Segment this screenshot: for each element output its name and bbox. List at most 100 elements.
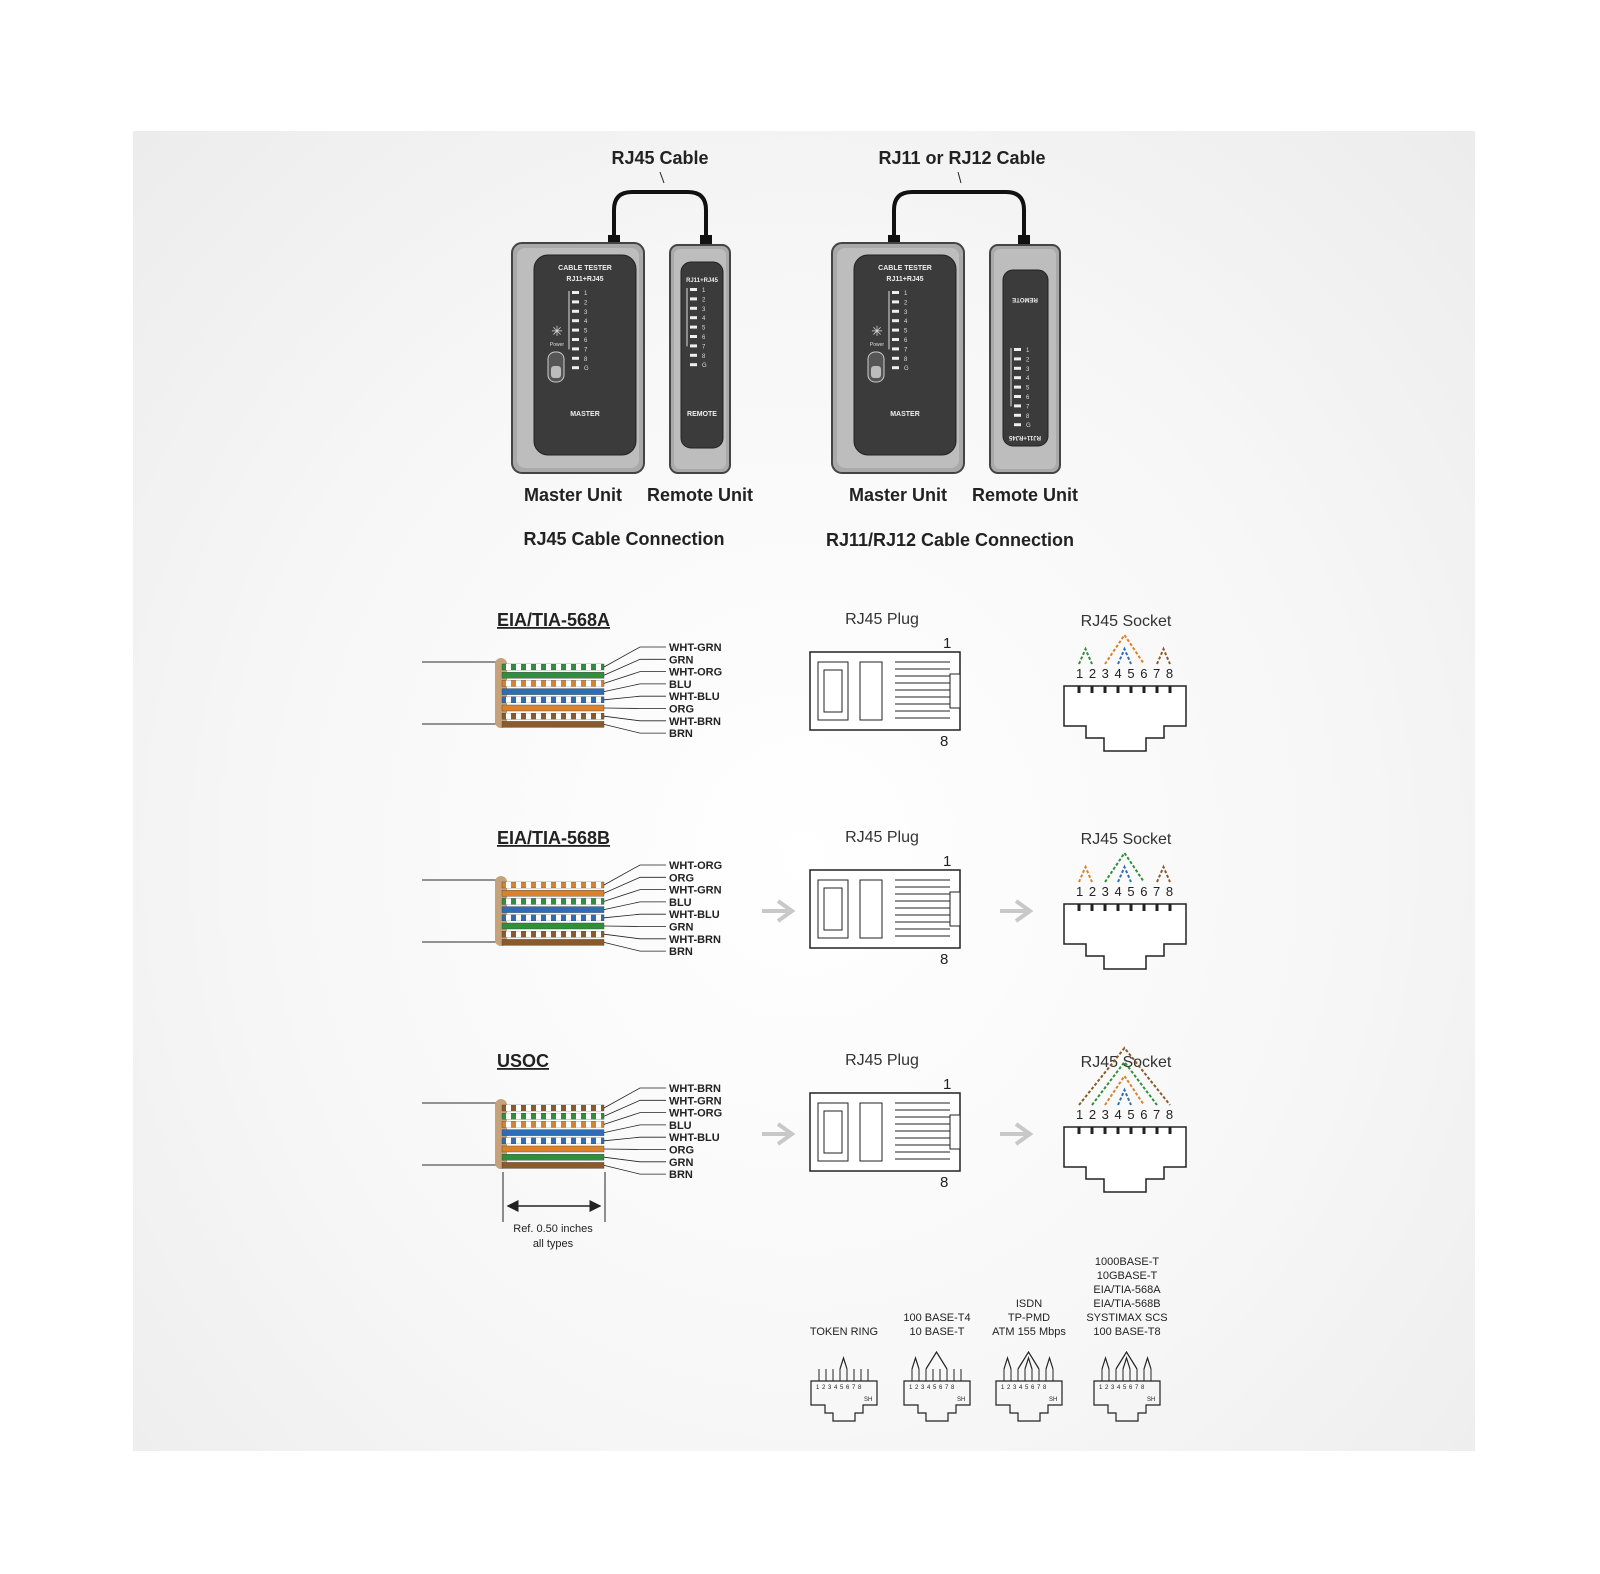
power-label: Power [550, 342, 565, 348]
master-label: MASTER [570, 411, 600, 418]
diagram-panel [133, 131, 1475, 1451]
led-label: G [1026, 423, 1031, 429]
pair-wire [1078, 646, 1093, 665]
standard-row: EIA/TIA-568BWHT-ORGORGWHT-GRNBLUWHT-BLUG… [422, 828, 1187, 970]
power-led-icon: ✳ [551, 323, 563, 339]
remote-unit-label: Remote Unit [647, 485, 753, 505]
wire-label: BRN [669, 946, 693, 958]
wire [501, 704, 605, 712]
reference-note-line-2: all types [533, 1238, 574, 1250]
leader-line [603, 1148, 666, 1150]
remote-label-inverted: REMOTE [1012, 296, 1038, 302]
wire-label: WHT-BRN [669, 1083, 721, 1095]
rj45-cable [612, 190, 708, 243]
led-label: 6 [904, 338, 908, 344]
jack-pair-wire [1045, 1356, 1054, 1370]
standard-title: USOC [497, 1051, 549, 1071]
plug-pin-last: 8 [940, 951, 948, 968]
led-indicator [690, 288, 697, 291]
led-label: 6 [584, 338, 588, 344]
led-label: 5 [1026, 386, 1030, 392]
master-unit-label: Master Unit [849, 485, 947, 505]
led-indicator [892, 356, 899, 360]
jack-type-label: 10GBASE-T [1097, 1270, 1158, 1282]
led-indicator [892, 300, 899, 304]
led-label: 1 [584, 291, 588, 297]
master-unit-label: Master Unit [524, 485, 622, 505]
jack-type-label: ISDN [1016, 1298, 1042, 1310]
jack-shield-label: SH [864, 1397, 872, 1403]
wire [501, 1162, 605, 1169]
jack-pair-wire [925, 1350, 948, 1370]
rj11-cable-label: RJ11 or RJ12 Cable [878, 148, 1045, 168]
led-label: 2 [1026, 357, 1030, 363]
plug-label: RJ45 Plug [845, 829, 919, 846]
master-label: MASTER [890, 411, 920, 418]
led-label: 2 [904, 300, 908, 306]
led-indicator [1014, 357, 1021, 361]
leader-line [603, 658, 666, 676]
leader-line [603, 1087, 666, 1109]
plug-pin-last: 8 [940, 1174, 948, 1191]
jack-outline [810, 1380, 878, 1422]
leader-line [603, 695, 666, 701]
led-indicator [892, 347, 899, 351]
socket-pin-numbers: 1 2 3 4 5 6 7 8 [1076, 666, 1174, 681]
flow-arrow-icon [762, 899, 796, 923]
jack-outline [903, 1380, 971, 1422]
jack-pin-numbers: 1 2 3 4 5 6 7 8 [816, 1385, 862, 1391]
leader-line [603, 889, 666, 902]
tester-subtitle: RJ11+RJ45 [886, 276, 923, 283]
jack-type-label: EIA/TIA-568B [1093, 1298, 1160, 1310]
led-indicator [892, 319, 899, 323]
rj45-socket [1063, 685, 1187, 752]
wire-label: ORG [669, 872, 694, 884]
reference-note-line-1: Ref. 0.50 inches [513, 1223, 593, 1235]
flow-arrow-icon [762, 1122, 796, 1146]
led-label: 3 [702, 307, 706, 313]
rj45-plug [809, 869, 961, 949]
jack-type-label: EIA/TIA-568A [1093, 1284, 1161, 1296]
plug-pin-first: 1 [943, 635, 951, 652]
led-label: 6 [702, 335, 706, 341]
wire-label: WHT-BRN [669, 716, 721, 728]
leader-line [603, 901, 666, 910]
wiring-standards: EIA/TIA-568AWHT-GRNGRNWHT-ORGBLUWHT-BLUO… [422, 610, 1187, 1193]
leader-line [603, 724, 666, 734]
led-indicator [892, 309, 899, 313]
wire-label: BLU [669, 679, 692, 691]
wire-label: WHT-ORG [669, 1108, 722, 1120]
plug-pin-first: 1 [943, 853, 951, 870]
jack-pair-wire [839, 1356, 848, 1370]
socket-pin-numbers: 1 2 3 4 5 6 7 8 [1076, 884, 1174, 899]
power-led-icon: ✳ [871, 323, 883, 339]
pair-wire [1078, 1046, 1171, 1106]
led-indicator [572, 328, 579, 332]
led-indicator [690, 325, 697, 329]
led-indicator [1014, 404, 1021, 408]
led-label: 7 [584, 347, 588, 353]
rj45-plug [809, 651, 961, 731]
remote-unit-label: Remote Unit [972, 485, 1078, 505]
led-label: 3 [1026, 367, 1030, 373]
plug-pin-last: 8 [940, 733, 948, 750]
leader-line [603, 913, 666, 919]
leader-line [603, 683, 666, 692]
wire [501, 1145, 605, 1153]
jack-pair-wire [1101, 1356, 1110, 1370]
jack-pair-wire [1143, 1356, 1152, 1370]
wire-label: WHT-BRN [669, 934, 721, 946]
wire [501, 906, 605, 913]
wire-label: ORG [669, 704, 694, 716]
wire [501, 688, 605, 695]
rj11-connection-group: RJ11 or RJ12 Cable CABLE TESTER RJ11+RJ4… [826, 148, 1078, 550]
led-indicator [892, 338, 899, 341]
led-indicator [690, 316, 697, 320]
socket-label: RJ45 Socket [1081, 831, 1172, 848]
jack-type-label: TP-PMD [1008, 1312, 1050, 1324]
rj45-plug [809, 1092, 961, 1172]
jack-type-label: 1000BASE-T [1095, 1256, 1159, 1268]
jack-shield-label: SH [1147, 1397, 1155, 1403]
